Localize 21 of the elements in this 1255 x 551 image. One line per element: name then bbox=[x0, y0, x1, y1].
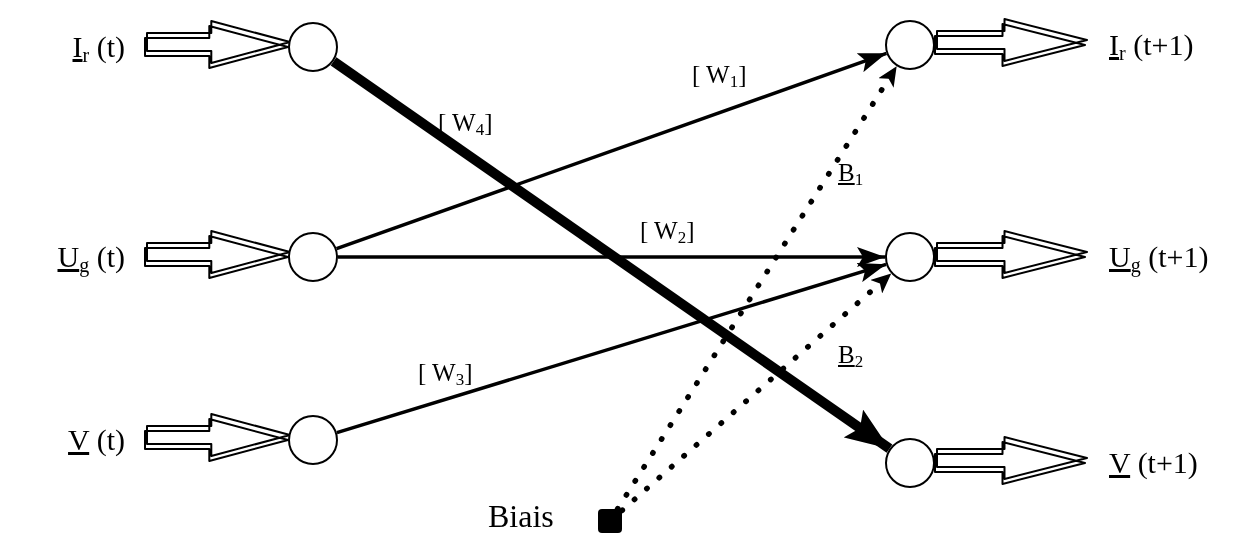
weight-label: [ W$_{1}$] bbox=[692, 62, 747, 87]
signal-label: I$_{r}$ (t+1) bbox=[1085, 23, 1250, 67]
block-arrow bbox=[934, 436, 1088, 485]
weight-label: B$_{2}$ bbox=[838, 342, 864, 367]
weight-label: B$_{1}$ bbox=[838, 160, 864, 185]
signal-label: U$_{g}$ (t+1) bbox=[1085, 235, 1250, 279]
block-arrow bbox=[144, 230, 291, 279]
weight-label: [ W$_{3}$] bbox=[418, 360, 473, 385]
block-arrow bbox=[934, 18, 1088, 67]
bias-square bbox=[598, 509, 622, 533]
block-arrow bbox=[144, 20, 291, 69]
bias-label: Biais bbox=[488, 500, 554, 532]
block-arrow bbox=[144, 413, 291, 462]
signal-label: U$_{g}$ (t) bbox=[10, 235, 145, 279]
signal-label: I$_{r}$ (t) bbox=[10, 25, 145, 69]
arrow bbox=[330, 57, 893, 453]
signal-label: V (t) bbox=[10, 418, 145, 462]
block-arrow bbox=[934, 230, 1088, 279]
arrow bbox=[338, 247, 885, 267]
signal-label: V (t+1) bbox=[1085, 441, 1250, 485]
weight-label: [ W$_{2}$] bbox=[640, 218, 695, 243]
